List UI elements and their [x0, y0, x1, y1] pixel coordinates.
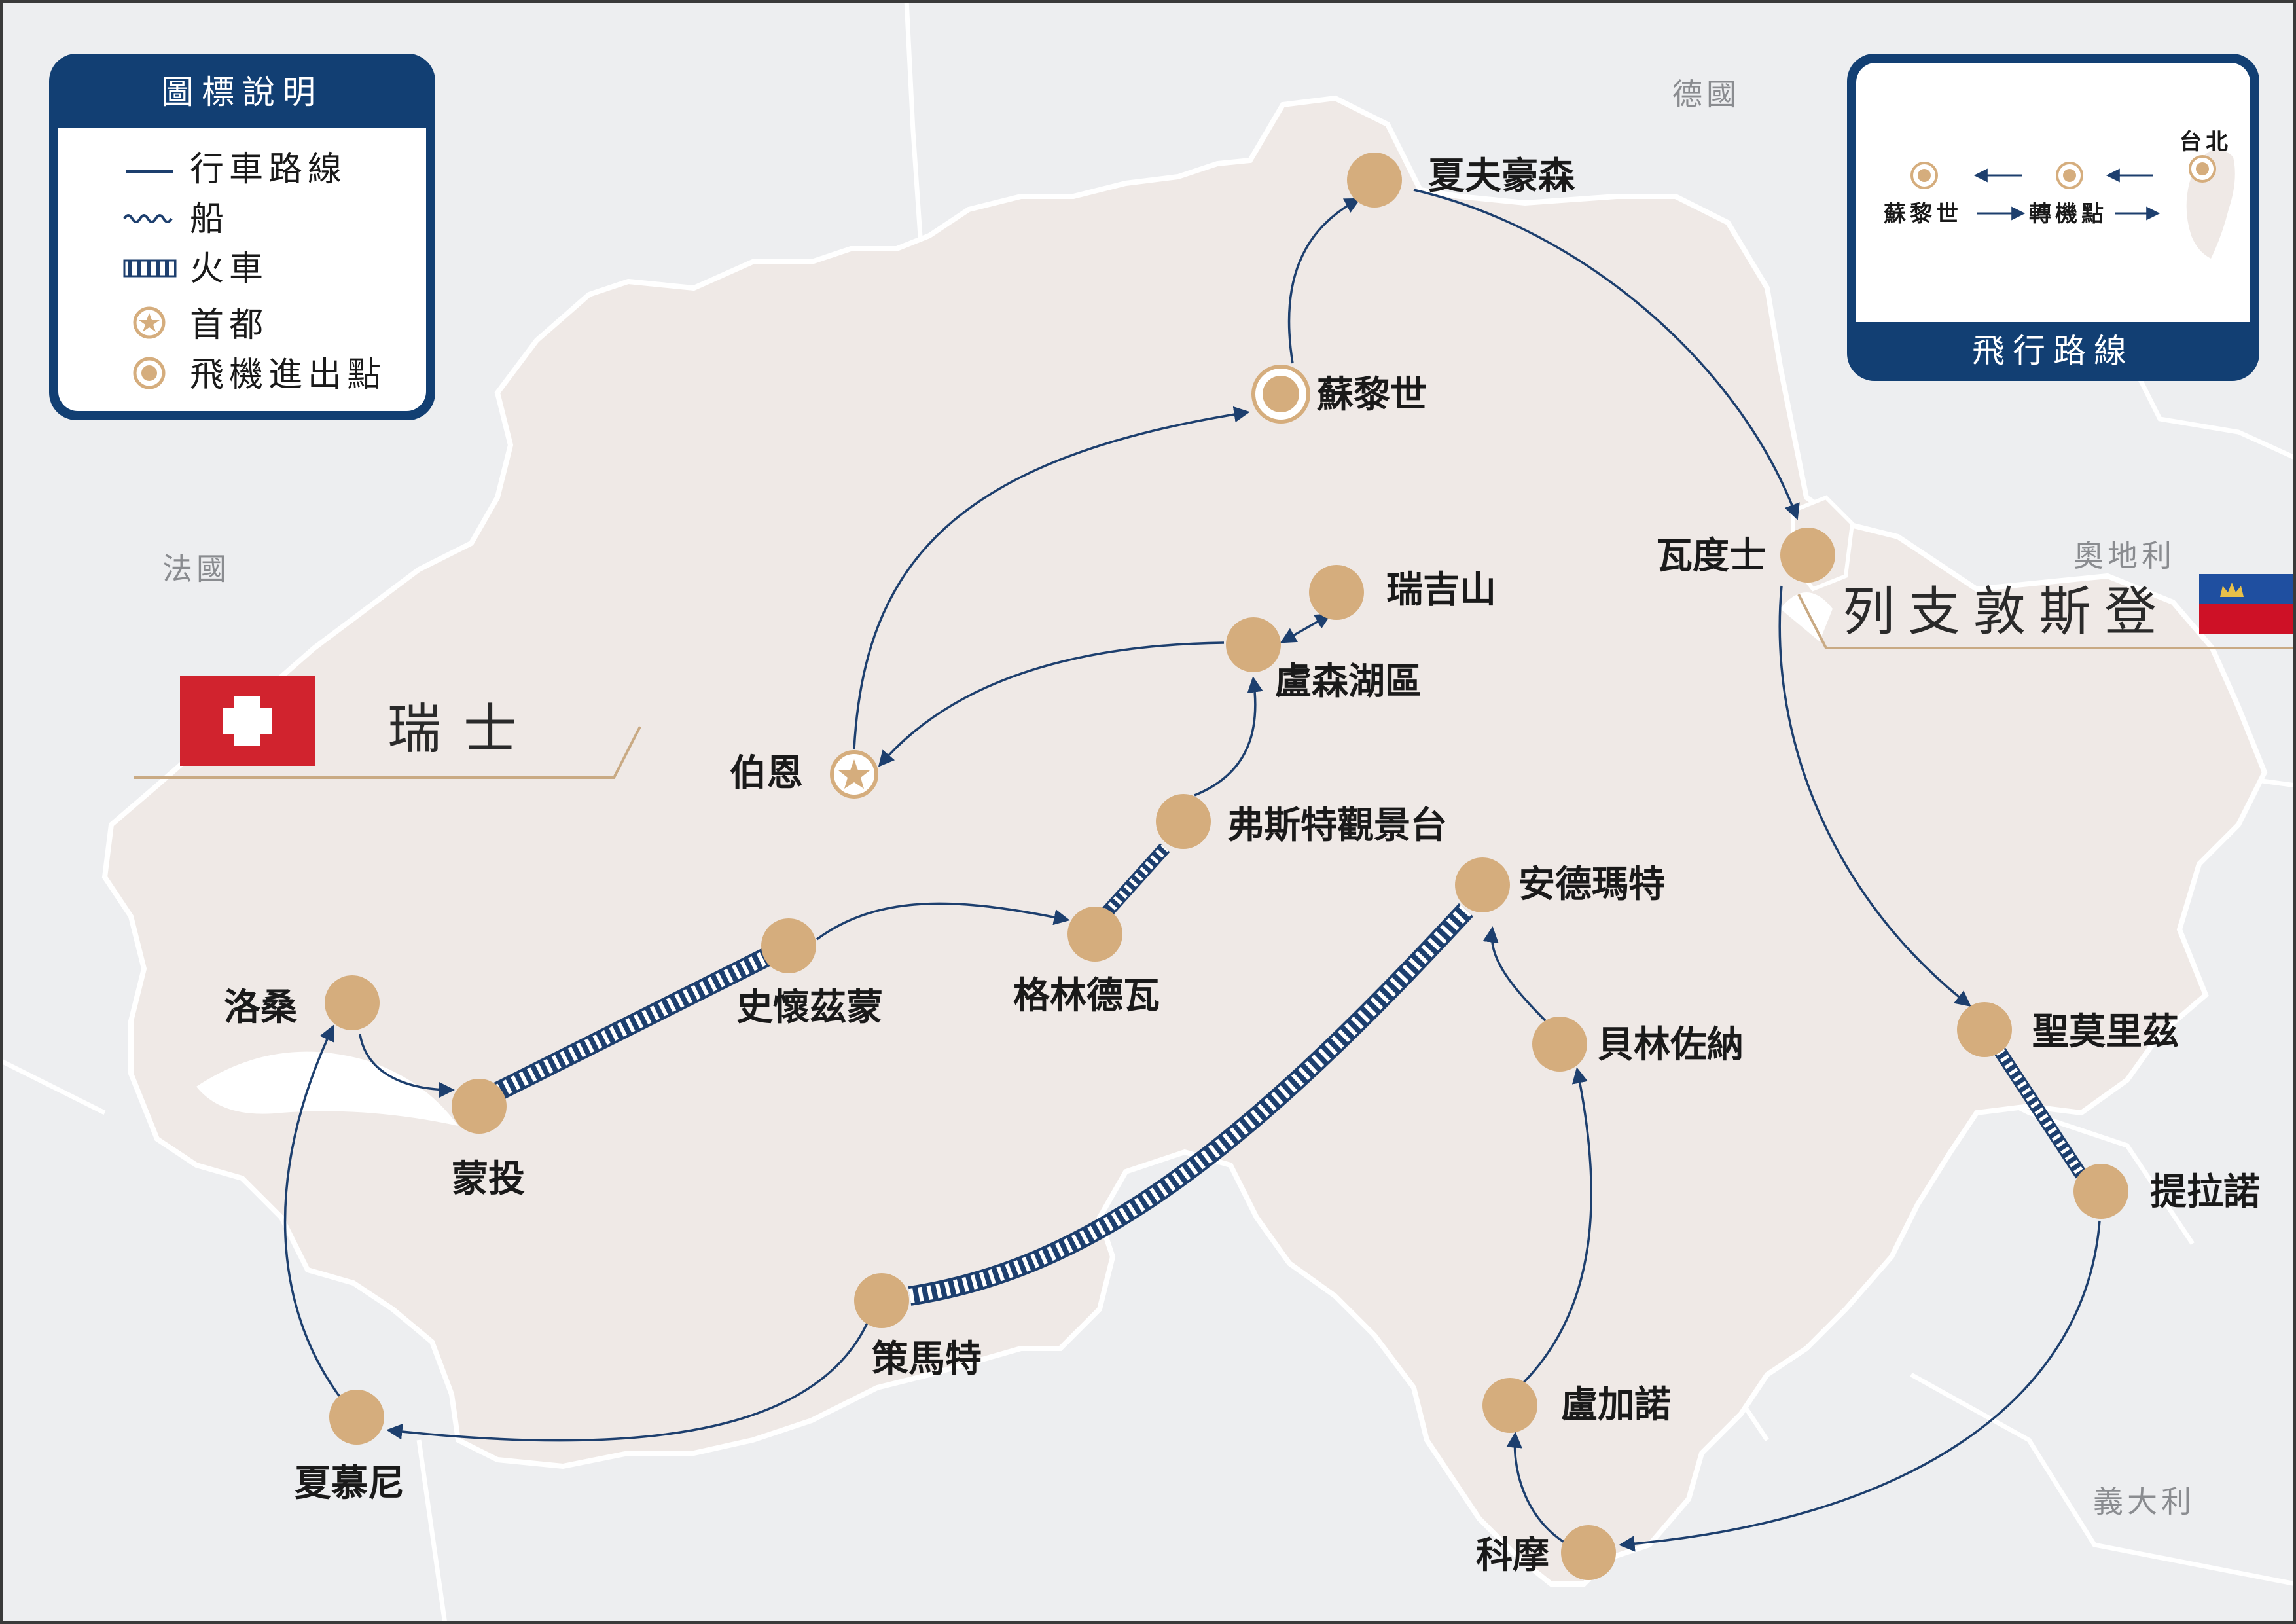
train-montreux-schwarzsee — [493, 947, 774, 1101]
drive-routes — [283, 189, 2101, 1552]
city-label-lausanne: 洛桑 — [224, 986, 297, 1029]
country-label-liechtenstein: 列支敦斯登 — [1842, 581, 2170, 642]
legend-label-capital: 首都 — [190, 306, 268, 345]
route-como-locarno — [1506, 1432, 1571, 1547]
legend-capital-icon — [133, 306, 166, 339]
switzerland-label-underline — [134, 726, 641, 779]
flight-arrows — [1973, 168, 2161, 221]
city-dot-lucerne — [1226, 617, 1281, 672]
route-zermatt-chamonix — [386, 1315, 872, 1442]
route-bern-zurich — [853, 406, 1250, 750]
route-zurich-schaffhausen — [1287, 198, 1361, 364]
city-label-bern: 伯恩 — [730, 752, 803, 795]
city-label-grindelwald: 格林德瓦 — [1013, 975, 1160, 1017]
city-dot-grindelwald — [1067, 907, 1122, 962]
legend-panel: 圖標說明 行車路線 船 火車 首都 飛機進出點 — [49, 54, 435, 420]
legend-airport-icon — [133, 357, 166, 389]
flight-inset-panel: 飛行路線 台北 轉機點 蘇黎世 — [1847, 54, 2259, 381]
city-label-como: 科摩 — [1476, 1534, 1549, 1577]
city-label-chamonix: 夏慕尼 — [295, 1462, 404, 1505]
route-lausanne-montreux — [359, 1034, 455, 1098]
city-label-bellinzona: 貝林佐納 — [1597, 1024, 1744, 1066]
taipei-airport-icon — [2189, 155, 2216, 183]
legend-train-icon — [123, 259, 177, 278]
city-markers — [325, 153, 2128, 1580]
city-dot-andermatt — [1455, 857, 1510, 912]
capital-icon-bern — [830, 750, 878, 799]
switzerland-flag-icon — [180, 676, 315, 766]
route-vaduz-stmoritz — [1778, 585, 1971, 1007]
city-label-schwarzsee: 史懷茲蒙 — [736, 986, 883, 1029]
legend-label-boat: 船 — [190, 200, 229, 239]
airport-icon-zurich — [1251, 365, 1310, 424]
city-dot-schwarzsee — [761, 918, 816, 973]
country-label-austria: 奧地利 — [2073, 538, 2176, 573]
country-label-italy: 義大利 — [2093, 1484, 2195, 1519]
country-label-france: 法國 — [162, 551, 230, 586]
city-dot-lausanne — [325, 975, 380, 1030]
train-zermatt-andermatt — [908, 903, 1474, 1306]
lakes — [196, 592, 1833, 1126]
city-label-rigi: 瑞吉山 — [1386, 569, 1496, 611]
flight-inset-transfer: 轉機點 — [2029, 201, 2108, 227]
route-bellinzona-andermatt — [1482, 926, 1554, 1029]
route-chamonix-lausanne — [283, 1024, 342, 1399]
city-dot-stmoritz — [1957, 1002, 2012, 1057]
train-grindelwald-first — [1101, 843, 1170, 918]
city-dot-vaduz — [1780, 528, 1835, 583]
city-label-montreux: 蒙投 — [452, 1158, 525, 1200]
route-lucerne-rigi — [1280, 613, 1332, 643]
liechtenstein-label-underline — [1797, 594, 2296, 649]
transfer-airport-icon — [2056, 162, 2083, 189]
legend-label-train: 火車 — [190, 249, 268, 289]
city-dot-rigi — [1309, 565, 1364, 620]
city-dot-montreux — [452, 1079, 507, 1134]
city-label-schaffhausen: 夏夫豪森 — [1428, 155, 1575, 198]
city-dot-first — [1156, 794, 1211, 849]
legend-label-drive: 行車路線 — [190, 150, 347, 189]
flight-inset-title: 飛行路線 — [1972, 332, 2134, 370]
city-dot-chamonix — [329, 1390, 384, 1445]
city-dot-como — [1561, 1525, 1616, 1580]
city-dot-schaffhausen — [1347, 153, 1402, 208]
city-label-andermatt: 安德瑪特 — [1518, 863, 1665, 906]
city-label-zermatt: 策馬特 — [872, 1338, 982, 1380]
route-lucerne-bern — [878, 641, 1225, 767]
route-first-lucerne — [1194, 676, 1263, 797]
flight-inset-origin: 台北 — [2179, 129, 2232, 155]
route-schwarzsee-grindelwald — [816, 902, 1070, 941]
zurich-inset-airport-icon — [1910, 162, 1938, 189]
liechtenstein-flag-icon — [2199, 574, 2296, 634]
route-tirano-como — [1619, 1220, 2101, 1552]
city-label-locarno: 盧加諾 — [1561, 1384, 1671, 1426]
city-label-tirano: 提拉諾 — [2150, 1171, 2260, 1214]
flight-inset-destination: 蘇黎世 — [1884, 201, 1962, 227]
city-label-first: 弗斯特觀景台 — [1227, 804, 1447, 847]
legend-boat-wave-icon — [123, 214, 173, 223]
city-label-vaduz: 瓦度士 — [1656, 535, 1766, 577]
route-locarno-bellinzona — [1520, 1067, 1593, 1386]
city-label-stmoritz: 聖莫里茲 — [2032, 1011, 2179, 1053]
legend-label-airport: 飛機進出點 — [190, 355, 386, 395]
train-stmoritz-tirano — [1994, 1047, 2087, 1179]
city-dot-locarno — [1482, 1378, 1537, 1433]
legend-title: 圖標說明 — [161, 73, 323, 111]
city-label-zurich: 蘇黎世 — [1317, 374, 1427, 416]
city-dot-zermatt — [854, 1273, 909, 1328]
country-label-germany: 德國 — [1672, 77, 1740, 112]
city-dot-bellinzona — [1532, 1017, 1587, 1072]
city-dot-tirano — [2073, 1164, 2128, 1219]
city-label-lucerne: 盧森湖區 — [1275, 660, 1422, 703]
train-routes — [493, 843, 2087, 1306]
country-label-switzerland: 瑞士 — [387, 698, 539, 761]
route-schaffhausen-vaduz — [1413, 189, 1800, 520]
